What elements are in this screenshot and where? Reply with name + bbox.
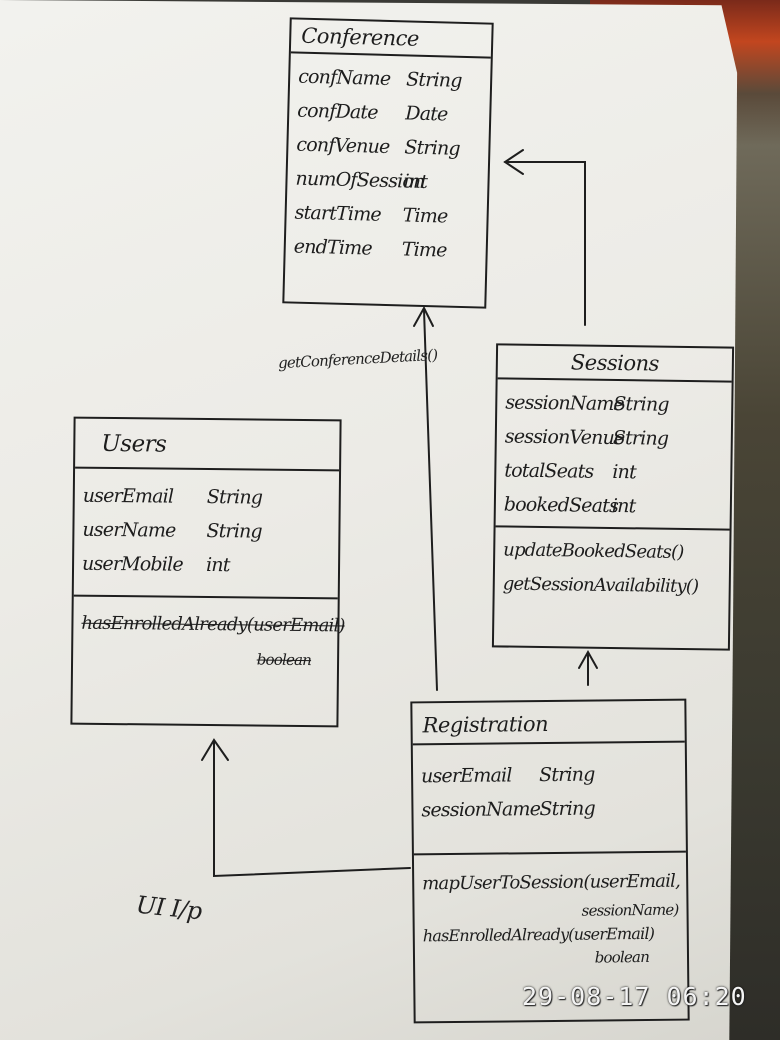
photo-timestamp: 29-08-17 06:20 (522, 982, 747, 1011)
method-map-user-to-session: mapUserToSession(userEmail, (422, 870, 681, 895)
users-methods: hasEnrolledAlready(userEmail) boolean (72, 594, 345, 684)
attr-type: String (613, 392, 669, 416)
attr-type: Time (401, 238, 447, 262)
registration-methods: mapUserToSession(userEmail, sessionName)… (413, 850, 688, 976)
attr-name: bookedSeats (503, 493, 619, 518)
attribute-row: totalSeats int (504, 453, 722, 490)
attr-type: String (539, 797, 595, 821)
attr-type: int (205, 554, 230, 577)
attribute-row: startTime Time (294, 196, 479, 235)
attr-name: confVenue (296, 133, 390, 159)
arrowhead-conference-right (503, 149, 524, 175)
attr-type: int (612, 460, 637, 484)
attr-name: userName (82, 518, 176, 542)
attr-type: int (611, 494, 636, 518)
attribute-row: userEmail String (83, 479, 331, 516)
method-map-user-to-session-cont: sessionName) (581, 900, 679, 920)
attr-type: String (206, 486, 263, 509)
attr-name: totalSeats (504, 459, 594, 483)
attr-name: endTime (293, 235, 373, 260)
attr-name: sessionName (421, 798, 541, 822)
method-return-type: boolean (256, 650, 312, 670)
attr-type: int (403, 170, 428, 194)
attr-name: numOfSession (295, 167, 425, 193)
attr-type: Time (402, 204, 448, 228)
attr-type: String (538, 763, 595, 787)
attr-type: String (404, 136, 461, 160)
arrowhead-users-bottom (201, 738, 229, 761)
attr-name: confName (297, 65, 391, 91)
attr-type: String (405, 68, 462, 92)
attr-name: userMobile (81, 552, 183, 576)
method-get-session-availability: getSessionAvailability() (502, 573, 699, 598)
attr-name: confDate (297, 99, 378, 124)
method-return-type: boolean (594, 947, 650, 967)
attribute-row: confVenue String (296, 128, 481, 167)
attribute-row: confDate Date (297, 94, 482, 133)
attr-name: sessionName (505, 391, 625, 416)
attr-type: String (206, 520, 262, 543)
attribute-row: userName String (82, 513, 330, 550)
users-title: Users (75, 418, 340, 472)
attr-name: userEmail (82, 484, 174, 508)
attribute-row: userEmail String (421, 757, 677, 794)
arrowhead-sessions-bottom (578, 649, 598, 669)
attribute-row: confName String (298, 60, 483, 99)
method-has-enrolled-already: hasEnrolledAlready(userEmail) (81, 612, 345, 637)
registration-title: Registration (412, 700, 685, 746)
method-has-enrolled-already: hasEnrolledAlready(userEmail) (422, 923, 655, 946)
attribute-row: userMobile int (82, 547, 330, 584)
attr-name: userEmail (420, 764, 512, 788)
attr-type: String (612, 426, 669, 450)
arrow-registration-to-conference (423, 309, 438, 691)
attr-type: Date (405, 102, 448, 126)
attr-name: startTime (294, 201, 382, 226)
method-update-booked-seats: updateBookedSeats() (503, 539, 684, 563)
arrow-registration-to-users (213, 741, 411, 878)
attr-name: sessionVenue (504, 425, 625, 450)
arrowhead-conference-bottom (413, 305, 434, 327)
attribute-row: endTime Time (293, 230, 478, 269)
sessions-title: Sessions (497, 345, 733, 383)
conference-title: Conference (290, 19, 492, 59)
arrow-sessions-to-conference (504, 161, 586, 326)
sessions-methods: updateBookedSeats() getSessionAvailabili… (494, 525, 730, 611)
